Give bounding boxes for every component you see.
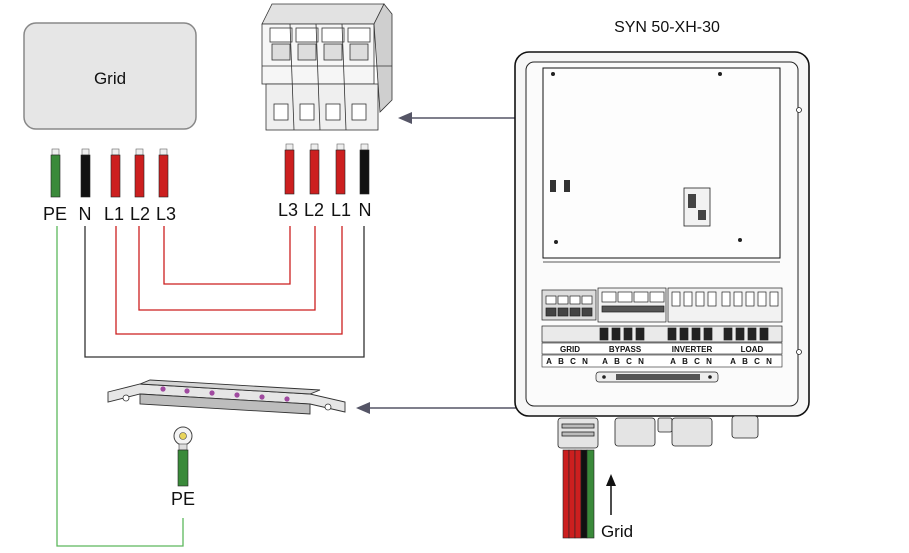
grid-terminal-label-pe: PE [43,204,67,224]
inverter-enclosure: GRID BYPASS INVERTER LOAD A B C N A B C … [514,51,810,449]
line-l1 [115,226,343,335]
phase-cell: A [730,357,736,366]
gland-5 [731,415,759,439]
phase-cell: B [682,357,688,366]
grid-terminal-label-l3: L3 [156,204,176,224]
phase-cell: C [570,357,576,366]
pe-bus-bar [107,379,346,415]
internal-pe-bar [595,371,719,383]
gland-3 [657,417,673,433]
phase-cell: C [754,357,760,366]
device-title: SYN 50-XH-30 [614,19,720,36]
pe-lug: PE [171,426,195,509]
phase-group-grid: A B C N [546,357,588,366]
wire-stub-l2 [134,148,145,198]
phase-cell: A [602,357,608,366]
phase-group-inverter: A B C N [670,357,712,366]
phase-group-bypass: A B C N [602,357,644,366]
panel-group-labels: GRID BYPASS INVERTER LOAD [541,342,783,355]
grid-box [23,22,197,130]
phase-cell: B [614,357,620,366]
cable-arrow-head [606,474,616,486]
phase-cell: N [582,357,588,366]
breaker-wire-l1 [335,143,346,195]
panel-group-label-inverter: INVERTER [672,345,713,354]
breaker-wire-l2 [309,143,320,195]
gland-4 [671,417,713,447]
phase-cell: N [706,357,712,366]
wire-stub-l3 [158,148,169,198]
panel-group-label-load: LOAD [741,345,764,354]
breaker-wire-l3 [284,143,295,195]
wire-stub-l1 [110,148,121,198]
grid-cable: Grid [562,449,633,541]
terminal-block-row [541,325,783,343]
wire-stub-pe [50,148,61,198]
gland-2 [614,417,656,447]
phase-cell: B [742,357,748,366]
phase-cell: A [546,357,552,366]
cable-label: Grid [601,522,633,541]
grid-terminal-label-n: N [79,204,92,224]
circuit-breaker [261,3,393,131]
breaker-conductors: L3 L2 L1 N [278,143,372,220]
phase-cell: N [638,357,644,366]
line-l2 [138,226,316,311]
panel-phase-cells: A B C N A B C N A B C N A B C N [541,354,783,368]
phase-cell: B [558,357,564,366]
inner-chassis [542,67,781,259]
phase-cell: A [670,357,676,366]
control-board [683,187,711,227]
wire-stub-n [80,148,91,198]
breaker-row [541,287,783,323]
breaker-wire-n [359,143,370,195]
phase-group-load: A B C N [730,357,772,366]
arrow-to-pe-bar-head [356,402,370,414]
breaker-terminal-label-l3: L3 [278,200,298,220]
grid-source: Grid [23,22,197,130]
line-pe [56,226,184,547]
breaker-terminal-label-l1: L1 [331,200,351,220]
connection-lines [56,226,365,547]
grid-conductors: PE N L1 L2 L3 [43,148,176,224]
arrow-to-breaker-head [398,112,412,124]
pe-label: PE [171,489,195,509]
panel-group-label-bypass: BYPASS [609,345,642,354]
grid-terminal-label-l2: L2 [130,204,150,224]
cable-glands [557,415,759,449]
grid-box-label: Grid [94,69,126,88]
line-l3 [163,226,291,285]
grid-terminal-label-l1: L1 [104,204,124,224]
breaker-terminal-label-n: N [359,200,372,220]
breaker-terminal-label-l2: L2 [304,200,324,220]
phase-cell: C [626,357,632,366]
phase-cell: C [694,357,700,366]
line-n [84,226,365,358]
panel-group-label-grid: GRID [560,345,580,354]
phase-cell: N [766,357,772,366]
